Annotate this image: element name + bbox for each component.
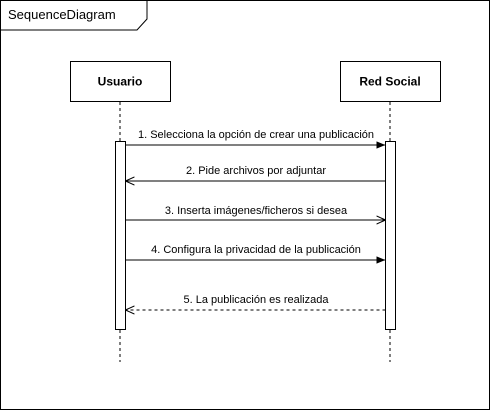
message-5-label: 5. La publicación es realizada [184,294,330,306]
frame-title: SequenceDiagram [8,7,116,22]
message-1-label: 1. Selecciona la opción de crear una pub… [138,129,374,141]
participant-usuario-label: Usuario [98,75,143,89]
participant-usuario-box[interactable] [70,61,171,102]
message-3-label: 3. Inserta imágenes/ficheros si desea [165,205,348,217]
participant-red-social-box[interactable] [340,61,441,102]
participant-red-social-label: Red Social [359,75,420,89]
activation-bar-usuario [115,141,126,330]
message-4-label: 4. Configura la privacidad de la publica… [151,244,361,256]
message-2-label: 2. Pide archivos por adjuntar [186,165,326,177]
activation-bar-red-social [385,141,396,330]
frame-title-tab [0,0,148,31]
